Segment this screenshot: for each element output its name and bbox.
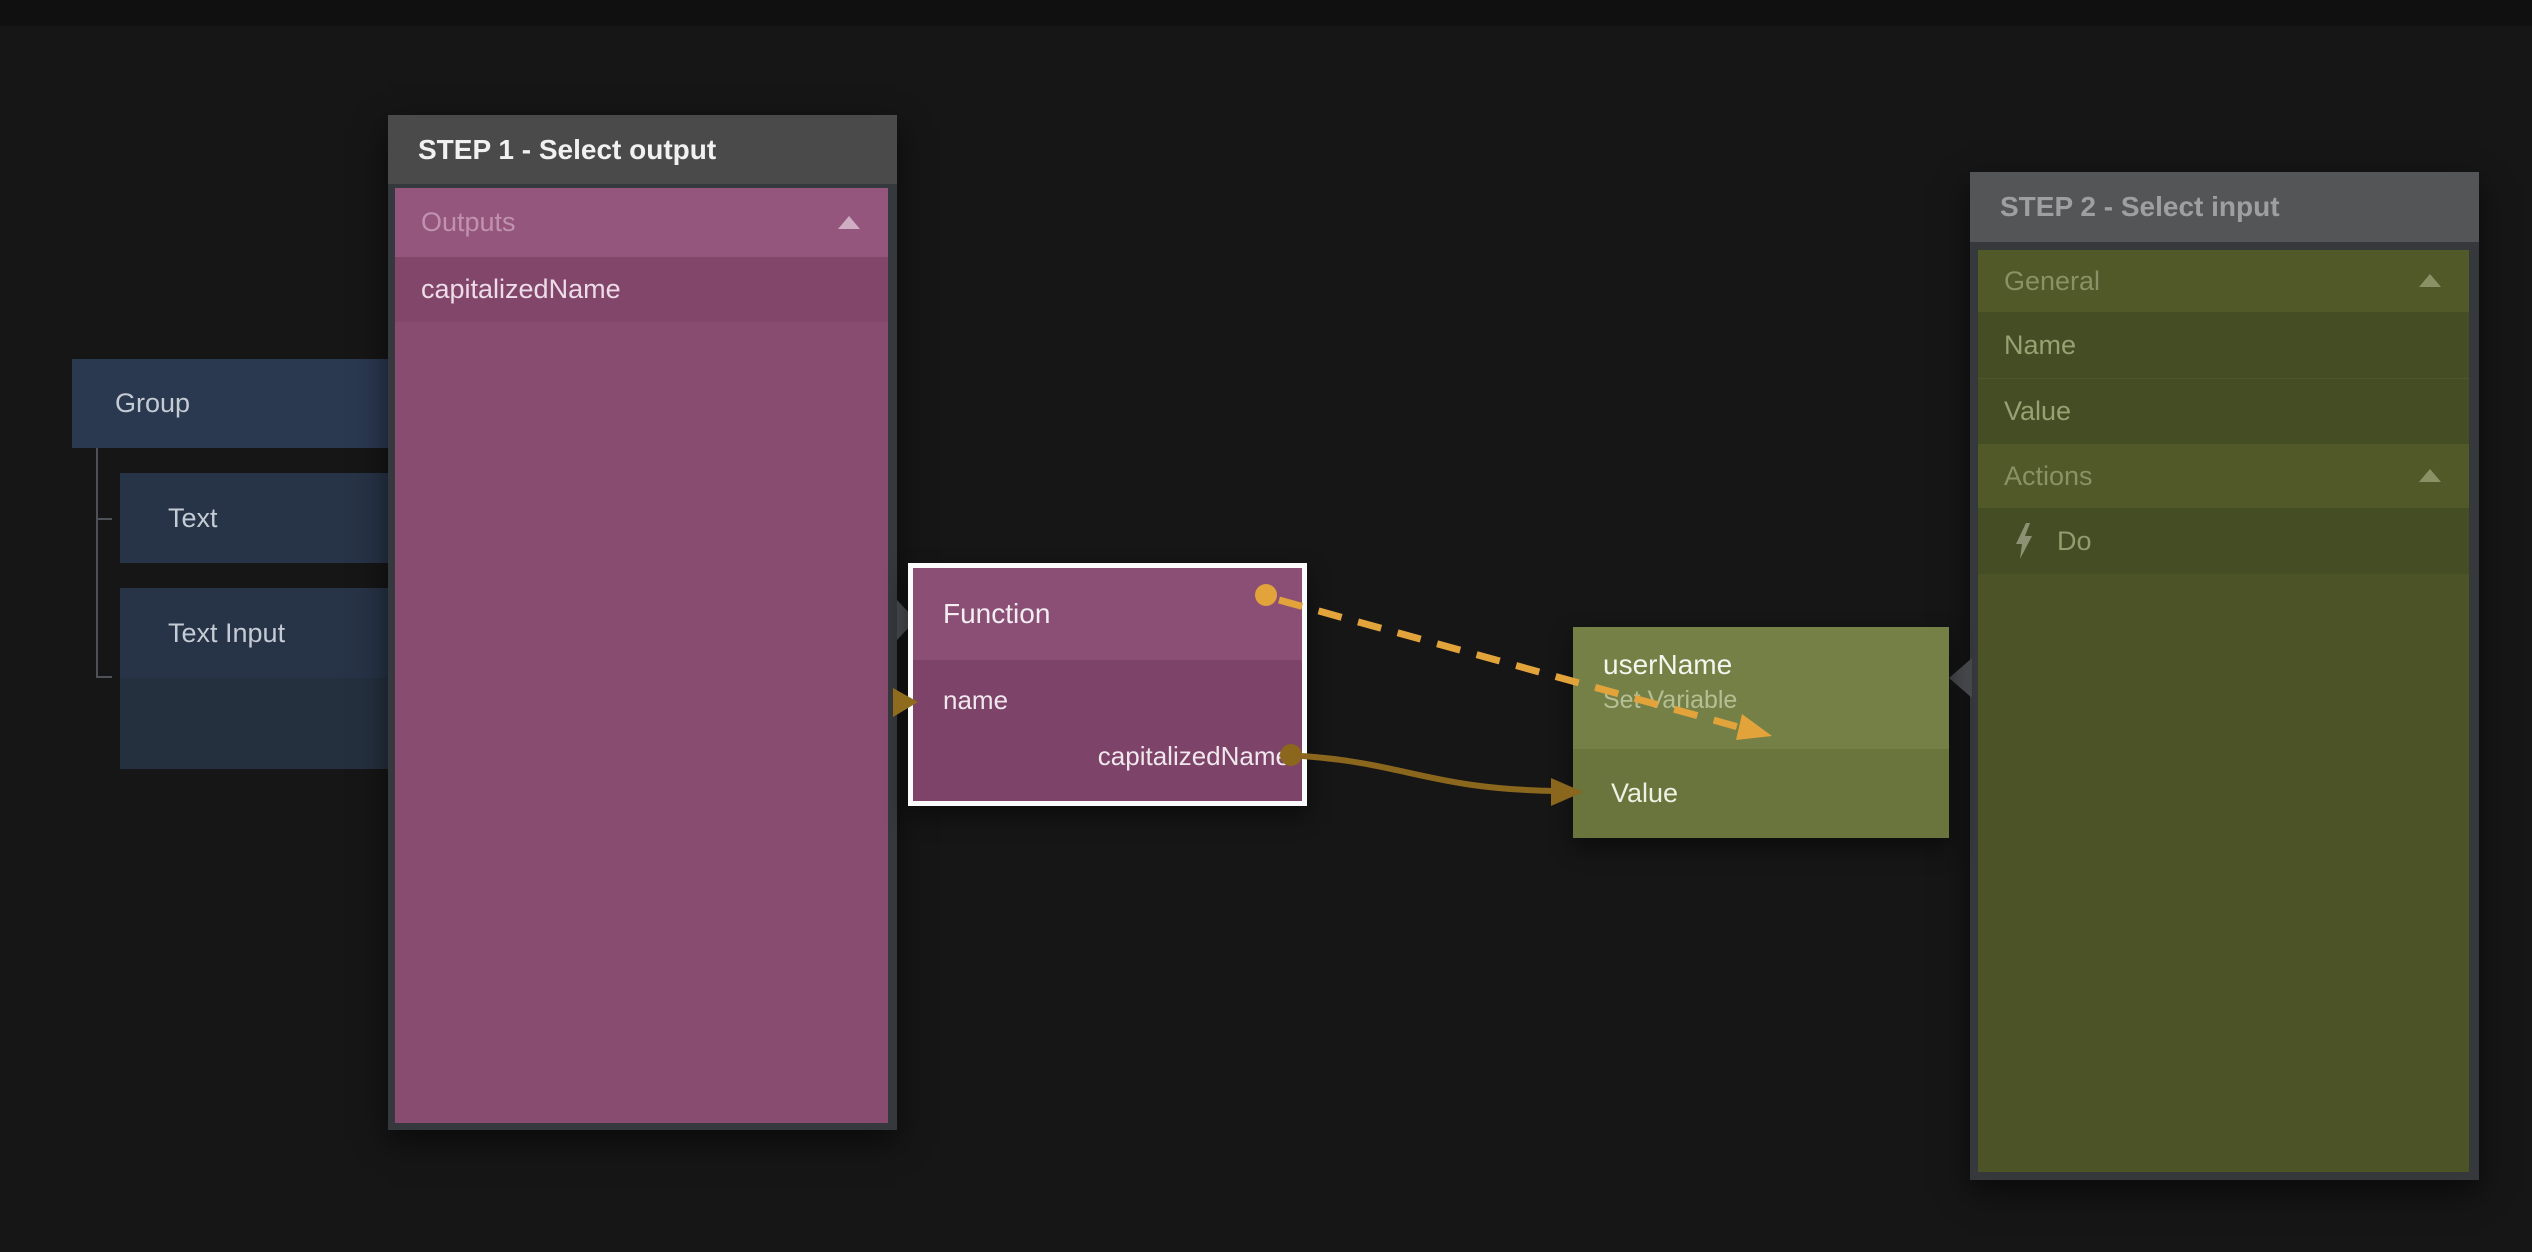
step2-pointer-icon	[1949, 658, 1972, 698]
data-connection-line[interactable]	[1301, 753, 1557, 794]
action-item-label: Do	[2057, 525, 2092, 556]
step1-panel-header: STEP 1 - Select output	[388, 115, 897, 184]
text-node-label: Text	[168, 503, 218, 533]
step2-panel-title: STEP 2 - Select input	[2000, 191, 2280, 222]
set-variable-node[interactable]: userName Set Variable Value	[1573, 627, 1949, 838]
set-variable-node-header[interactable]: userName Set Variable	[1573, 627, 1949, 749]
tree-connector-tick	[96, 676, 112, 678]
function-input-name-label: name	[943, 684, 1009, 715]
function-node-header[interactable]: Function	[913, 568, 1302, 660]
general-section-row[interactable]: General	[1978, 250, 2469, 312]
collapse-up-icon[interactable]	[838, 215, 860, 229]
tree-connector-tick	[96, 518, 112, 520]
output-item-row[interactable]: capitalizedName	[395, 257, 888, 322]
set-variable-node-title: userName	[1603, 649, 1733, 680]
step2-panel-body: General Name Value Actions Do	[1970, 242, 2479, 1180]
lightning-icon	[2016, 523, 2032, 559]
actions-section-row[interactable]: Actions	[1978, 444, 2469, 508]
output-item-label: capitalizedName	[421, 274, 621, 304]
tree-connector-line	[96, 448, 98, 678]
text-input-node[interactable]: Text Input	[120, 588, 412, 678]
group-node-label: Group	[115, 388, 191, 418]
canvas-top-strip	[0, 0, 2532, 26]
action-item-row-do[interactable]: Do	[1978, 508, 2469, 574]
step2-panel: STEP 2 - Select input General Name Value…	[1970, 172, 2479, 1180]
general-section-label: General	[2004, 265, 2101, 296]
hidden-node[interactable]	[120, 678, 412, 769]
step1-panel-filler	[395, 322, 888, 1123]
set-variable-input-value[interactable]: Value	[1573, 749, 1949, 838]
collapse-up-icon[interactable]	[2419, 274, 2441, 287]
input-item-row-value[interactable]: Value	[1978, 378, 2469, 444]
step2-panel-header: STEP 2 - Select input	[1970, 172, 2479, 242]
input-item-row-name[interactable]: Name	[1978, 312, 2469, 378]
step2-panel-filler	[1978, 574, 2469, 1172]
step1-panel-body: Outputs capitalizedName	[388, 184, 897, 1130]
outputs-section-label: Outputs	[421, 207, 516, 237]
collapse-up-icon[interactable]	[2419, 469, 2441, 482]
input-item-label: Name	[2004, 329, 2077, 360]
step1-panel: STEP 1 - Select output Outputs capitaliz…	[388, 115, 897, 1130]
actions-section-label: Actions	[2004, 460, 2093, 491]
set-variable-input-value-label: Value	[1611, 778, 1679, 808]
function-node-title: Function	[943, 598, 1051, 629]
function-output-capitalizedname[interactable]: capitalizedName	[913, 728, 1302, 784]
step1-panel-title: STEP 1 - Select output	[418, 133, 717, 165]
function-node[interactable]: Function name capitalizedName	[908, 563, 1307, 806]
set-variable-node-subtitle: Set Variable	[1603, 686, 1738, 714]
outputs-section-row[interactable]: Outputs	[395, 188, 888, 257]
function-input-name[interactable]: name	[913, 672, 1302, 728]
function-output-label: capitalizedName	[1097, 740, 1290, 771]
text-node[interactable]: Text	[120, 473, 412, 563]
group-node[interactable]: Group	[72, 359, 412, 448]
input-item-label: Value	[2004, 396, 2072, 426]
text-input-node-label: Text Input	[168, 618, 286, 648]
